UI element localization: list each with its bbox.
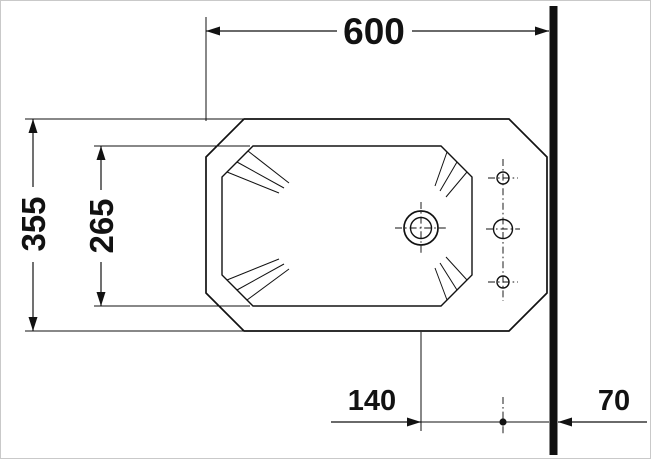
fan-line: [236, 263, 285, 291]
arrowhead-right: [407, 417, 421, 427]
fan-line: [236, 161, 285, 189]
dimension-label-overall-depth: 355: [15, 196, 52, 251]
fixture: [205, 118, 548, 332]
drain-outer-circle: [403, 210, 439, 246]
basin-corner-fan-lines: [226, 150, 468, 301]
fixture-outline: [205, 118, 548, 332]
tap-hole-markers: [486, 159, 520, 301]
arrowhead-left: [206, 26, 220, 36]
fan-line: [246, 268, 290, 301]
dimension-label-overall-width: 600: [343, 11, 405, 52]
arrowhead-left: [558, 417, 572, 427]
tap-hole-bottom-marker: [496, 275, 510, 289]
drain-inner-circle: [409, 216, 433, 240]
drain-symbol: [395, 202, 447, 254]
basin-outline: [221, 145, 473, 307]
dimension-600: 600: [205, 11, 549, 121]
wall-line: [549, 6, 558, 455]
arrowhead-up: [96, 146, 106, 160]
fan-line: [439, 262, 458, 291]
arrowhead-down: [28, 317, 38, 331]
tap-hole-top-marker: [496, 171, 510, 185]
dimension-label-wall-clearance: 70: [598, 385, 630, 417]
fan-line: [445, 256, 468, 281]
dimension-140-70: 140 70: [331, 332, 647, 434]
dimension-265: 265: [83, 145, 250, 307]
fan-line: [439, 161, 458, 192]
tap-hole-middle-marker: [492, 218, 514, 240]
dimension-label-drain-offset: 140: [348, 385, 396, 417]
arrowhead-up: [28, 119, 38, 133]
fan-line: [226, 258, 280, 281]
dimension-355: 355: [15, 118, 243, 332]
dimension-dot-terminator: [499, 418, 507, 426]
wall: [549, 6, 558, 455]
fan-line: [247, 150, 290, 184]
fan-line: [445, 171, 468, 198]
arrowhead-right: [535, 26, 549, 36]
arrowhead-down: [96, 292, 106, 306]
fan-line: [434, 267, 448, 301]
fan-line: [434, 151, 448, 187]
dimension-label-inner-depth: 265: [83, 198, 120, 253]
fan-line: [226, 171, 280, 194]
